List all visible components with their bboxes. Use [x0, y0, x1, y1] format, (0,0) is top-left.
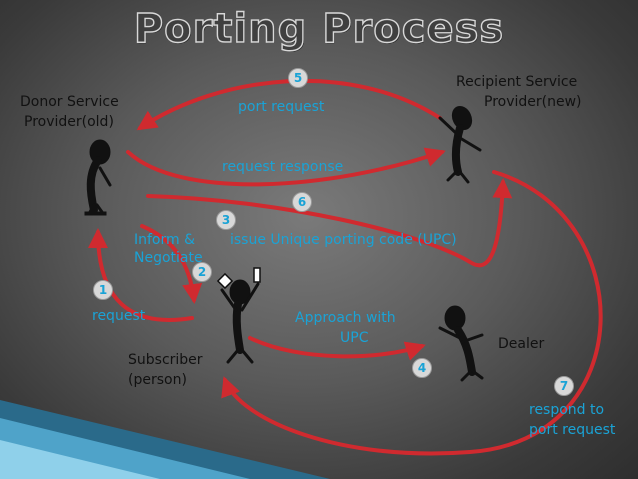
arrow-inform-negotiate: [140, 224, 203, 304]
step4-badge: 4: [412, 358, 432, 378]
step2-label-line1: Inform &: [134, 232, 196, 248]
recipient-figure: [438, 105, 482, 184]
dealer-figure: [438, 305, 484, 382]
donor-label-line1: Donor Service: [20, 94, 119, 110]
step6-badge: 6: [292, 192, 312, 212]
step5-label: port request: [238, 99, 325, 115]
step3-label: issue Unique porting code (UPC): [230, 232, 457, 248]
step5-badge: 5: [288, 68, 308, 88]
slide-title: Porting Process: [133, 5, 505, 52]
recipient-label-line1: Recipient Service: [456, 74, 578, 90]
subscriber-figure: [216, 267, 261, 364]
arrow-port-request: [136, 78, 442, 131]
step1-badge: 1: [93, 280, 113, 300]
step4-label-line1: Approach with: [295, 310, 396, 326]
recipient-label-line2: Provider(new): [484, 94, 582, 110]
subscriber-label-line1: Subscriber: [128, 352, 203, 368]
step1-label: request: [92, 308, 146, 324]
arrow-issue-upc: [146, 178, 513, 268]
arrow-approach-upc: [248, 336, 426, 361]
arrow-request-response: [126, 147, 446, 187]
step3-badge: 3: [216, 210, 236, 230]
step7-badge: 7: [554, 376, 574, 396]
step7-label-line2: port request: [529, 422, 616, 438]
donor-label-line2: Provider(old): [24, 114, 114, 130]
step2-label-line2: Negotiate: [134, 250, 203, 266]
arrow-request: [88, 228, 194, 322]
step4-label-line2: UPC: [340, 330, 369, 346]
step7-label-line1: respond to: [529, 402, 605, 418]
arrow-respond: [221, 170, 603, 456]
step6-label: request response: [222, 159, 344, 175]
dealer-label: Dealer: [498, 336, 545, 352]
donor-figure: [84, 139, 112, 216]
subscriber-label-line2: (person): [128, 372, 187, 388]
step2-badge: 2: [192, 262, 212, 282]
